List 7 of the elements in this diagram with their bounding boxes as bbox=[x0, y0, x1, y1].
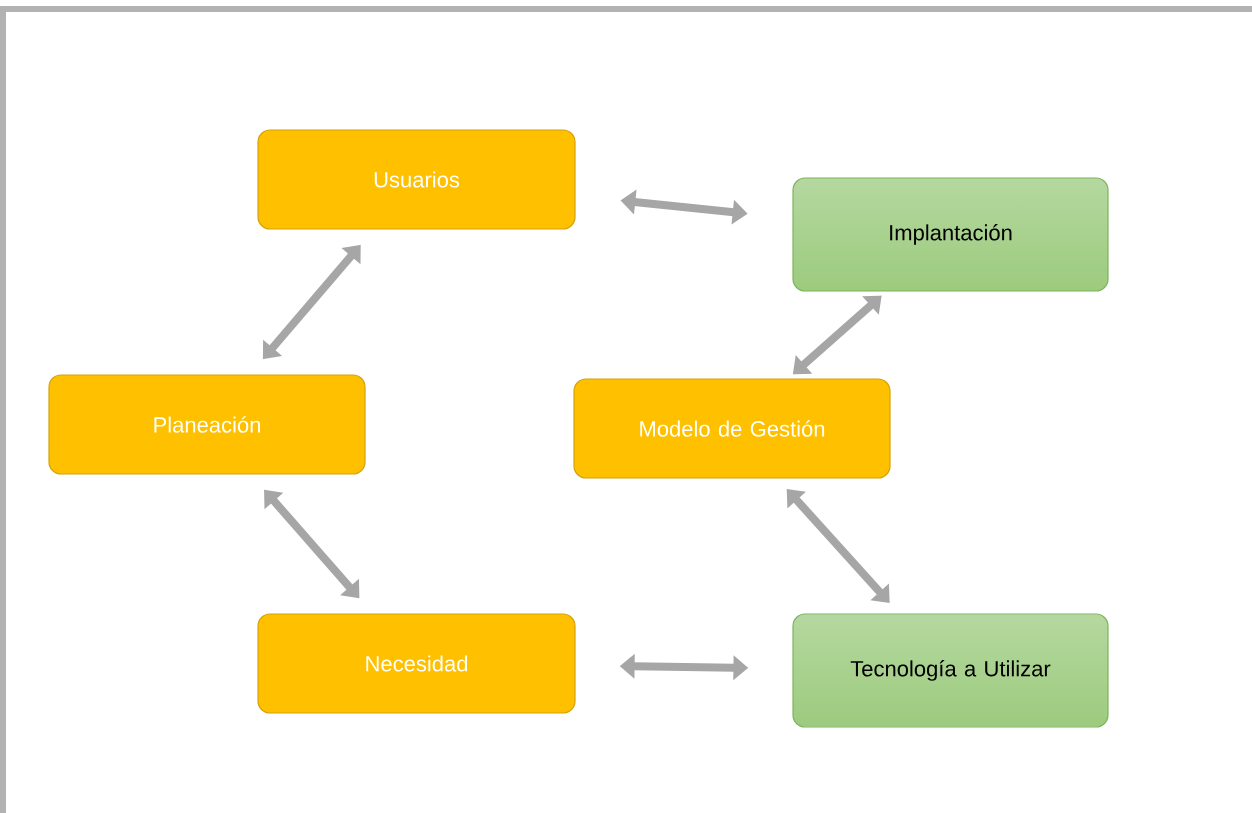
double-arrow bbox=[786, 489, 890, 603]
process-box: Necesidad bbox=[257, 613, 576, 714]
process-box: Modelo de Gestión bbox=[573, 378, 891, 479]
process-box: Tecnología a Utilizar bbox=[792, 613, 1109, 728]
process-box: Implantación bbox=[792, 177, 1109, 292]
process-box: Planeación bbox=[48, 374, 366, 475]
process-box: Usuarios bbox=[257, 129, 576, 230]
